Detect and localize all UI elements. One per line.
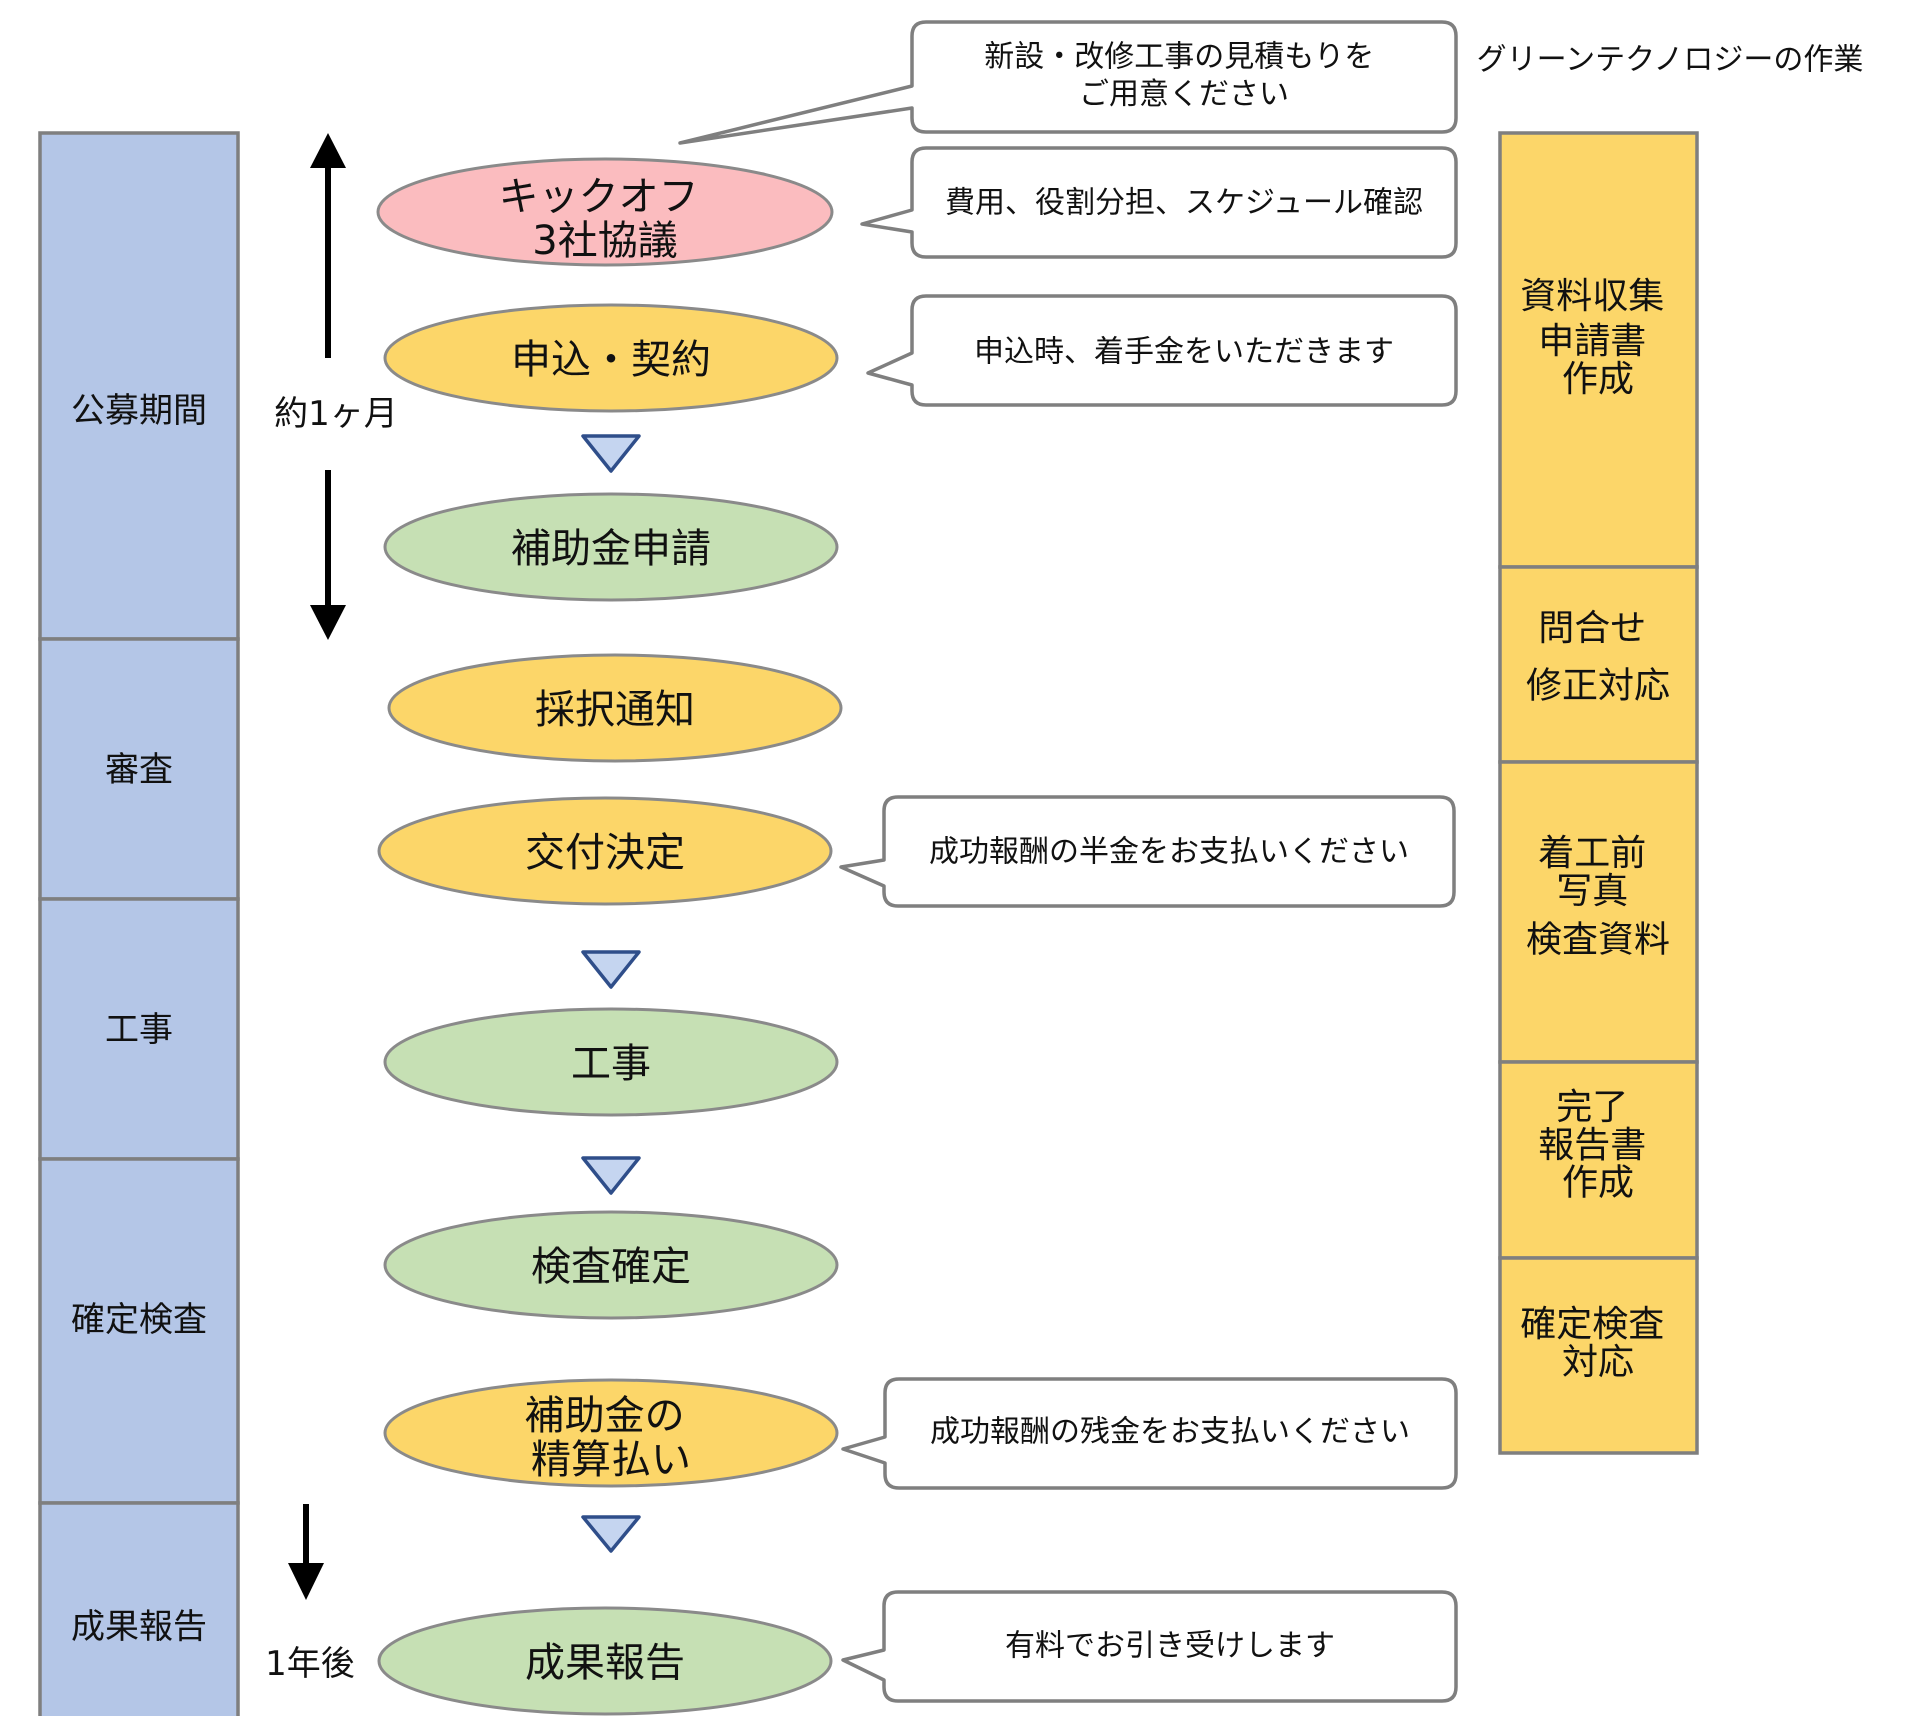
- callout-text: 有料でお引き受けします: [1005, 1629, 1335, 1664]
- step-label: 成果報告: [525, 1640, 685, 1686]
- step-node: 交付決定: [377, 796, 833, 906]
- callout-bubble: 有料でお引き受けします: [841, 1590, 1458, 1703]
- step-node: 補助金の 精算払い: [383, 1378, 839, 1488]
- phase-block: 工事: [38, 897, 240, 1161]
- flow-connectors: [581, 434, 641, 1553]
- step-label: キックオフ 3社協議: [499, 174, 712, 264]
- down-triangle-icon: [581, 950, 641, 989]
- arrow-down-icon: [288, 1563, 324, 1600]
- callout-text: 成功報酬の半金をお支払いください: [929, 835, 1409, 870]
- phase-label: 工事: [105, 1010, 173, 1050]
- phase-block: 成果報告: [38, 1501, 240, 1716]
- work-label: 資料収集 申請書 作成: [1520, 276, 1675, 400]
- callouts: 新設・改修工事の見積もりを ご用意ください 費用、役割分担、スケジュール確認 申…: [678, 20, 1458, 1703]
- callout-text: 申込時、着手金をいただきます: [974, 335, 1394, 370]
- work-block: 完了 報告書 作成: [1498, 1060, 1699, 1260]
- step-node: 申込・契約: [383, 303, 839, 413]
- callout-text: 新設・改修工事の見積もりを ご用意ください: [984, 40, 1384, 113]
- down-triangle-icon: [581, 1515, 641, 1553]
- work-label: 問合せ 修正対応: [1526, 608, 1670, 707]
- down-triangle-icon: [581, 434, 641, 473]
- phase-label: 確定検査: [71, 1300, 207, 1340]
- step-label: 申込・契約: [511, 337, 711, 383]
- callout-bubble: 費用、役割分担、スケジュール確認: [860, 146, 1458, 259]
- callout-bubble: 成功報酬の残金をお支払いください: [841, 1377, 1458, 1490]
- duration-indicator: 約1ヶ月: [274, 133, 398, 640]
- duration-label: 1年後: [265, 1644, 355, 1684]
- work-column: 資料収集 申請書 作成 問合せ 修正対応 着工前 写真 検査資料 完了: [1498, 131, 1699, 1455]
- work-label: 完了 報告書 作成: [1538, 1087, 1657, 1204]
- step-node: 検査確定: [383, 1210, 839, 1320]
- step-node: キックオフ 3社協議: [376, 157, 834, 267]
- duration-indicator: 1年後: [265, 1504, 355, 1684]
- phase-label: 公募期間: [71, 391, 207, 431]
- callout-bubble: 新設・改修工事の見積もりを ご用意ください: [678, 20, 1458, 145]
- arrow-up-icon: [310, 133, 346, 168]
- duration-label: 約1ヶ月: [274, 394, 398, 434]
- step-label: 補助金の 精算払い: [525, 1393, 698, 1483]
- arrow-down-icon: [310, 605, 346, 640]
- phase-block: 公募期間: [38, 131, 240, 641]
- work-block: 資料収集 申請書 作成: [1498, 131, 1699, 569]
- flow-steps: キックオフ 3社協議 申込・契約 補助金申請 採択通知 交付決定 工事 検査確定: [376, 157, 843, 1716]
- work-block: 確定検査 対応: [1498, 1256, 1699, 1455]
- step-label: 補助金申請: [511, 526, 711, 572]
- step-label: 交付決定: [525, 830, 685, 876]
- step-node: 補助金申請: [383, 492, 839, 602]
- callout-text: 費用、役割分担、スケジュール確認: [945, 186, 1423, 221]
- down-triangle-icon: [581, 1156, 641, 1195]
- callout-bubble: 成功報酬の半金をお支払いください: [839, 795, 1456, 908]
- phase-label: 成果報告: [71, 1607, 207, 1647]
- work-column-title: グリーンテクノロジーの作業: [1477, 43, 1864, 78]
- step-label: 工事: [571, 1041, 651, 1087]
- step-label: 検査確定: [531, 1244, 691, 1290]
- work-label: 着工前 写真 検査資料: [1526, 833, 1670, 960]
- callout-text: 成功報酬の残金をお支払いください: [930, 1415, 1410, 1450]
- step-node: 採択通知: [387, 653, 843, 763]
- callout-bubble: 申込時、着手金をいただきます: [866, 294, 1458, 407]
- step-node: 成果報告: [377, 1606, 833, 1716]
- step-node: 工事: [383, 1007, 839, 1117]
- step-label: 採択通知: [535, 687, 695, 733]
- work-block: 着工前 写真 検査資料: [1498, 760, 1699, 1064]
- work-label: 確定検査 対応: [1520, 1304, 1675, 1383]
- phase-block: 確定検査: [38, 1157, 240, 1505]
- phase-block: 審査: [38, 637, 240, 901]
- phase-label: 審査: [105, 750, 173, 790]
- work-block: 問合せ 修正対応: [1498, 565, 1699, 764]
- phase-column: 公募期間 審査 工事 確定検査 成果報告: [38, 131, 240, 1716]
